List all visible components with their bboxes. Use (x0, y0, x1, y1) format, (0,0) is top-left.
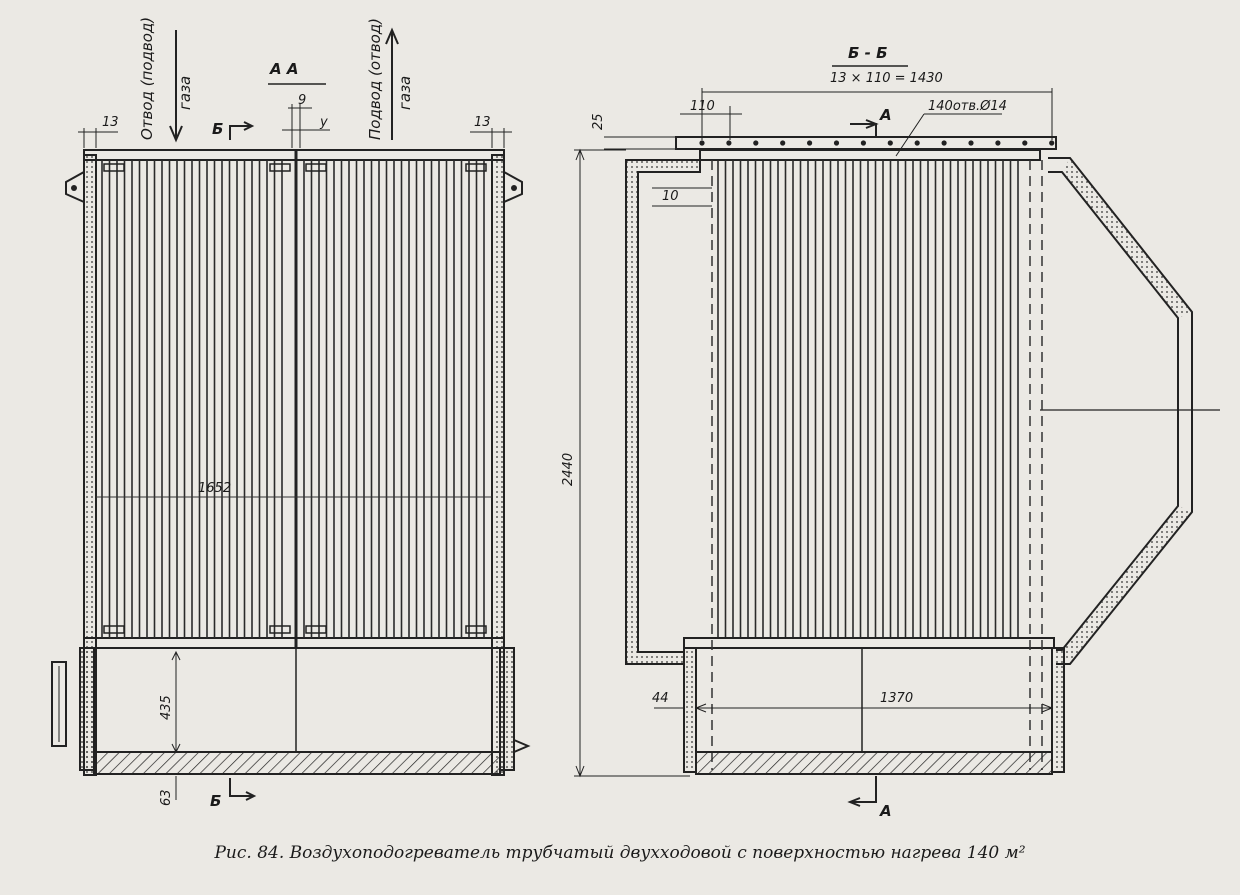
flange-hole (833, 140, 840, 146)
holes-label: 140отв.Ø14 (928, 99, 1007, 114)
right-bottom-tube-sheet (683, 637, 1055, 649)
dim-13-right: 13 (474, 115, 491, 130)
gas-out-label: Отвод (подвод) (138, 17, 156, 140)
figure-caption: Рис. 84. Воздухоподогреватель трубчатый … (214, 843, 1026, 863)
clamp (269, 625, 291, 634)
section-a-top-label: А (879, 106, 892, 124)
lug-hole (71, 185, 77, 191)
right-hood-outer (1048, 157, 1193, 665)
flange-hole (887, 140, 893, 146)
arrow-head (575, 148, 585, 161)
flange-hole (726, 140, 732, 146)
gas-in-label: Подвод (отвод) (366, 18, 384, 140)
arrow-head (1041, 703, 1054, 713)
section-b-bottom-label: Б (210, 792, 221, 810)
dim-1370: 1370 (880, 691, 913, 706)
left-hopper-wall-right (499, 647, 515, 771)
right-hopper-floor (695, 751, 1053, 775)
right-view: Б - Б 13 × 110 = 1430 110 25 10 140отв.Ø… (561, 44, 1220, 820)
flange-hole (860, 140, 867, 146)
arrow-head (169, 125, 183, 143)
arrow-head (243, 121, 255, 131)
flange-holes (699, 140, 1055, 146)
right-lug (503, 170, 523, 204)
hopper-lug (513, 738, 531, 754)
dim-pitch: 13 × 110 = 1430 (830, 71, 943, 86)
left-view: Отвод (подвод) газа Подвод (отвод) газа … (51, 17, 531, 810)
gas-in-word: газа (396, 76, 414, 110)
clamp (269, 163, 291, 172)
section-a-bottom-label: А (879, 802, 892, 820)
gas-out-word: газа (176, 76, 194, 110)
dim-110: 110 (690, 99, 715, 114)
section-b-bottom-marker (229, 778, 252, 797)
left-top-tube-sheet (83, 149, 505, 161)
sight-glass (51, 661, 67, 747)
flange-hole (753, 140, 759, 146)
left-hopper-wall-left (79, 647, 95, 771)
left-hopper-floor (93, 751, 501, 775)
hood-insulation (1062, 158, 1192, 318)
arrow-head (847, 797, 861, 807)
clamp (465, 163, 487, 172)
flange-hole (968, 140, 974, 146)
right-hood-inner (1048, 171, 1179, 651)
clamp (103, 163, 125, 172)
left-casing-wall-left (83, 154, 97, 776)
dim-9: 9 (298, 93, 306, 108)
flange-hole (995, 140, 1001, 146)
flange-hole (1049, 140, 1055, 146)
right-left-duct (625, 159, 701, 665)
section-bb-title: Б - Б (848, 44, 888, 62)
dim-25: 25 (591, 113, 606, 130)
right-top-tube-sheet (699, 149, 1041, 161)
clamp (305, 625, 327, 634)
clamp (465, 625, 487, 634)
dim-1652: 1652 (198, 481, 231, 496)
dim-435: 435 (159, 695, 174, 720)
right-tube-bundle (717, 160, 1019, 638)
flange-hole (699, 140, 705, 146)
section-b-top-marker (229, 125, 250, 140)
hood-insulation (1062, 506, 1192, 664)
dim-13-left: 13 (102, 115, 119, 130)
arrow-head (694, 703, 707, 713)
arrow-head (385, 27, 399, 45)
dim-44: 44 (652, 691, 669, 706)
left-tube-bundle (101, 160, 485, 638)
arrow-head (865, 119, 879, 129)
arrow-head (171, 650, 181, 661)
lug-hole (511, 185, 517, 191)
flange-hole (914, 140, 920, 146)
section-aa-label: А А (269, 60, 298, 78)
leader-line (895, 113, 925, 157)
section-a-bottom-marker (850, 776, 877, 803)
flange-hole (941, 140, 947, 146)
dim-10: 10 (662, 189, 679, 204)
flange-hole (1022, 140, 1028, 146)
right-hopper-wall-right (1051, 647, 1065, 773)
dim-63: 63 (159, 789, 174, 806)
flange-hole (780, 140, 786, 146)
left-bottom-tube-sheet (83, 637, 505, 649)
clamp (103, 625, 125, 634)
arrow-head (245, 791, 257, 801)
dim-2440: 2440 (561, 453, 576, 486)
clamp (305, 163, 327, 172)
dim-y: у (319, 115, 328, 130)
right-hopper-wall-left (683, 647, 697, 773)
arrow-head (575, 765, 585, 778)
arrow-head (171, 743, 181, 754)
left-lug (65, 170, 85, 204)
flange-hole (807, 140, 813, 146)
section-b-top-label: Б (212, 120, 223, 138)
